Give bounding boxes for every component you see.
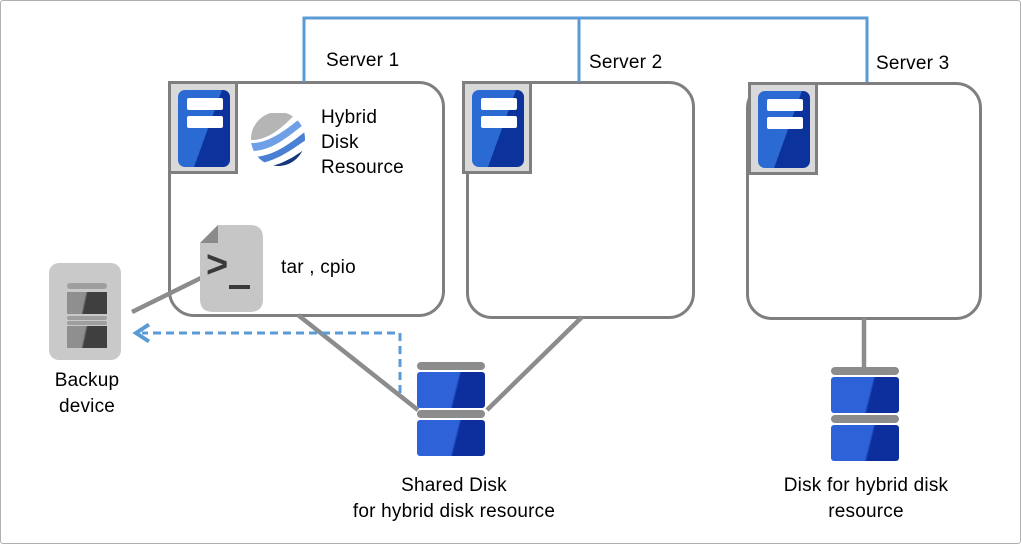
backup-flow-arrowhead-icon <box>132 322 151 344</box>
backup-flow-dashed-line <box>142 331 402 393</box>
tape-cartridge <box>67 292 107 314</box>
tape-slot-bar <box>67 321 107 325</box>
hybrid-disk-icon <box>831 367 899 463</box>
server-drive-slot <box>767 99 803 111</box>
archive-tools-label: tar , cpio <box>281 257 356 278</box>
backup-device-icon <box>49 263 121 360</box>
backup-device-label: Backup device <box>54 370 120 417</box>
server1-shared-disk-line <box>296 313 420 412</box>
server-drive-slot <box>767 117 803 129</box>
server2-label: Server 2 <box>589 52 663 73</box>
disk-platter <box>831 425 899 461</box>
server-drive-slot <box>187 116 223 128</box>
disk-platter <box>417 420 485 456</box>
hybrid-disk-resource-label: Hybrid Disk Resource <box>321 107 404 178</box>
server-drive-slot <box>481 98 517 110</box>
disk-platter <box>417 372 485 408</box>
disk-cap <box>417 410 485 418</box>
server1-label: Server 1 <box>326 50 400 71</box>
server-tower-icon <box>168 81 238 174</box>
disk-platter <box>831 377 899 413</box>
script-prompt-glyph: > <box>206 244 228 286</box>
hybrid-disk-label: Disk for hybrid disk resource <box>783 475 949 522</box>
server-tower-body <box>472 90 524 167</box>
tape-slot-bar <box>67 316 107 320</box>
tape-cartridge <box>67 326 107 348</box>
disk-cap <box>831 415 899 423</box>
server-tower-icon <box>748 82 818 175</box>
server-tower-body <box>178 90 230 167</box>
server3-label: Server 3 <box>876 53 950 74</box>
disk-cap <box>831 367 899 375</box>
server-tower-body <box>758 91 810 168</box>
server-tower-icon <box>462 81 532 174</box>
tape-slot-bar <box>67 283 107 289</box>
server2-shared-disk-line <box>485 315 584 412</box>
disk-cap <box>417 362 485 370</box>
hybrid-disk-resource-icon <box>251 112 305 166</box>
shared-disk-label: Shared Disk for hybrid disk resource <box>352 475 556 522</box>
server-drive-slot <box>187 98 223 110</box>
shared-disk-icon <box>417 362 485 458</box>
script-file-icon: > <box>200 225 263 312</box>
server-drive-slot <box>481 116 517 128</box>
